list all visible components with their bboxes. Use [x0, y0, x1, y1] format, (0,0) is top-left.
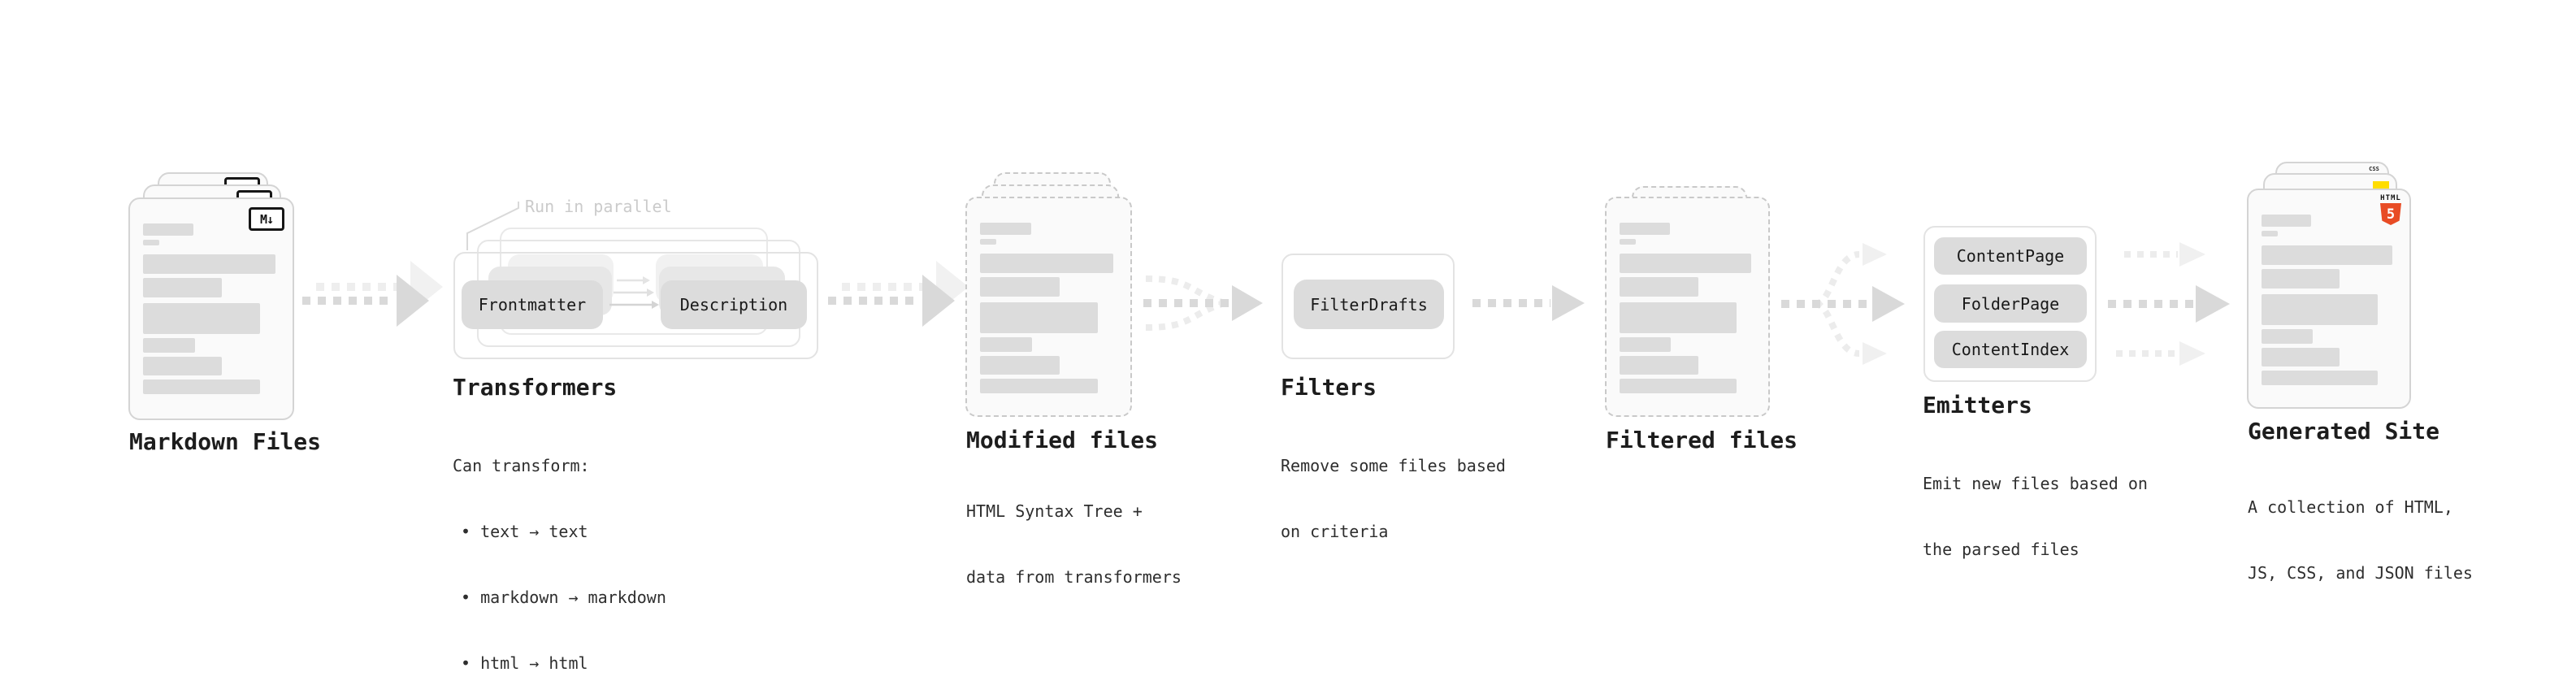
css-icon-text: CSS [2369, 166, 2379, 172]
pill-frontmatter: Frontmatter [462, 280, 603, 329]
html5-icon-word: HTML [2380, 194, 2401, 202]
stage-description: Can transform: • text → text • markdown … [453, 411, 666, 681]
file-content-bars [980, 223, 1117, 393]
stage-description: Remove some files based on criteria [1281, 411, 1506, 587]
content-bar [1620, 379, 1737, 393]
content-bar [143, 278, 223, 297]
desc-line: data from transformers [966, 567, 1182, 587]
content-bar [143, 338, 195, 353]
desc-bullet: • html → html [461, 653, 588, 673]
pill-description: Description [661, 280, 807, 329]
stage-description: Emit new files based on the parsed files [1923, 429, 2148, 605]
content-bar [980, 302, 1099, 333]
desc-line: on criteria [1281, 522, 1389, 541]
callout-line [466, 202, 519, 250]
file-content-bars [2262, 215, 2396, 385]
content-bar [143, 357, 223, 375]
pill-contentindex: ContentIndex [1934, 331, 2087, 368]
content-bar [980, 356, 1060, 375]
content-bar [143, 254, 275, 274]
content-bar [1620, 277, 1698, 297]
desc-bullet: • text → text [461, 522, 588, 541]
markdown-icon-text: M↓ [259, 211, 274, 227]
desc-line: A collection of HTML, [2248, 497, 2453, 517]
stage-description: HTML Syntax Tree + data from transformer… [966, 457, 1182, 632]
content-bar [1620, 302, 1737, 333]
markdown-icon: M↓ [249, 207, 284, 231]
stage-label: Markdown Files [129, 428, 322, 455]
desc-line: HTML Syntax Tree + [966, 501, 1143, 521]
arrow-filtered-to-emitters [1781, 243, 1905, 365]
stage-label: Filters [1281, 374, 1377, 401]
file-content-bars [1620, 223, 1755, 393]
arrow-transformers-to-modified [828, 261, 969, 327]
callout-run-in-parallel: Run in parallel [525, 197, 672, 216]
content-bar [1620, 223, 1670, 235]
content-bar [1620, 254, 1751, 273]
desc-bullet: • markdown → markdown [461, 588, 666, 607]
content-bar [2262, 371, 2378, 385]
content-bar [143, 380, 261, 394]
content-bar [980, 223, 1031, 235]
content-bar [1620, 356, 1698, 375]
content-bar [1620, 337, 1672, 352]
arrow-modified-to-filters [1143, 275, 1263, 331]
content-bar [980, 337, 1033, 352]
content-bar [2262, 294, 2378, 325]
transformer-layer-box [453, 252, 818, 359]
stage-label: Emitters [1923, 392, 2032, 419]
content-bar [980, 277, 1060, 297]
arrow-emitters-to-generated [2108, 242, 2230, 366]
content-bar [2262, 348, 2340, 367]
file-card: M↓ [128, 197, 294, 420]
file-card [965, 197, 1132, 417]
html5-icon-shield: 5 [2380, 203, 2401, 225]
desc-line: JS, CSS, and JSON files [2248, 563, 2473, 583]
stage-label: Filtered files [1606, 427, 1798, 453]
content-bar [2262, 231, 2278, 236]
content-bar [2262, 215, 2312, 227]
desc-line: Remove some files based [1281, 456, 1506, 475]
content-bar [143, 240, 160, 245]
file-card [1605, 197, 1770, 417]
desc-line: Can transform: [453, 456, 590, 475]
css-icon: CSS [2367, 167, 2381, 172]
stage-label: Modified files [966, 427, 1159, 453]
pill-folderpage: FolderPage [1934, 284, 2087, 323]
arrow-markdown-to-transformers [302, 261, 443, 327]
stage-label: Generated Site [2248, 418, 2440, 445]
content-bar [980, 379, 1099, 393]
desc-line: Emit new files based on [1923, 474, 2148, 493]
content-bar [980, 254, 1113, 273]
content-bar [1620, 239, 1637, 245]
content-bar [2262, 245, 2393, 265]
stage-description: A collection of HTML, JS, CSS, and JSON … [2248, 453, 2473, 628]
arrows-frontmatter-to-description [609, 276, 659, 309]
arrow-filters-to-filtered [1472, 285, 1585, 321]
html5-icon: HTML 5 [2379, 195, 2402, 225]
pill-filterdrafts: FilterDrafts [1294, 280, 1444, 329]
content-bar [2262, 329, 2314, 344]
file-content-bars [143, 223, 280, 394]
content-bar [2262, 269, 2340, 288]
desc-line: the parsed files [1923, 540, 2079, 559]
stage-label: Transformers [453, 374, 618, 401]
file-card: HTML 5 [2247, 189, 2411, 409]
content-bar [143, 223, 194, 236]
pill-contentpage: ContentPage [1934, 237, 2087, 275]
content-bar [143, 303, 261, 334]
content-bar [980, 239, 997, 245]
